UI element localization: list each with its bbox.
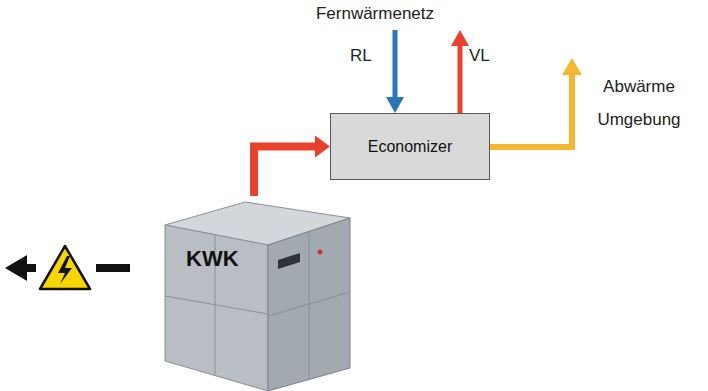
heat-flow-connector — [254, 136, 330, 197]
cabinet-display — [278, 253, 300, 269]
power-arrow-shaft — [26, 264, 36, 272]
warning-triangle — [40, 246, 90, 289]
connector-line — [254, 147, 316, 197]
cabinet-side — [165, 225, 268, 391]
unit-title: KWK — [186, 246, 239, 272]
waste-heat-label: Abwärme Umgebung — [583, 70, 695, 136]
lightning-symbol — [58, 256, 72, 284]
cabinet-illustration — [160, 196, 352, 391]
supply-flow-arrow — [458, 45, 463, 113]
supply-flow-head — [451, 30, 469, 46]
return-flow-arrow — [393, 30, 398, 98]
power-arrow-tail — [96, 264, 130, 272]
status-light — [318, 250, 323, 255]
flow-label: VL — [469, 46, 499, 66]
chp-unit: KWK — [160, 196, 352, 391]
network-label: Fernwärmenetz — [290, 4, 460, 24]
panel-seam — [268, 292, 350, 316]
flow-label: RL — [350, 46, 380, 66]
panel-seam — [309, 232, 310, 380]
cabinet-front — [268, 218, 350, 391]
arrow-head — [315, 136, 330, 158]
return-flow-head — [386, 97, 404, 113]
waste-heat-head — [562, 58, 582, 75]
process-box: Economizer — [330, 113, 490, 180]
box-title: Economizer — [368, 138, 452, 156]
panel-seam — [165, 296, 268, 314]
power-arrow-head — [5, 255, 27, 281]
waste-heat-arrow — [490, 74, 572, 147]
